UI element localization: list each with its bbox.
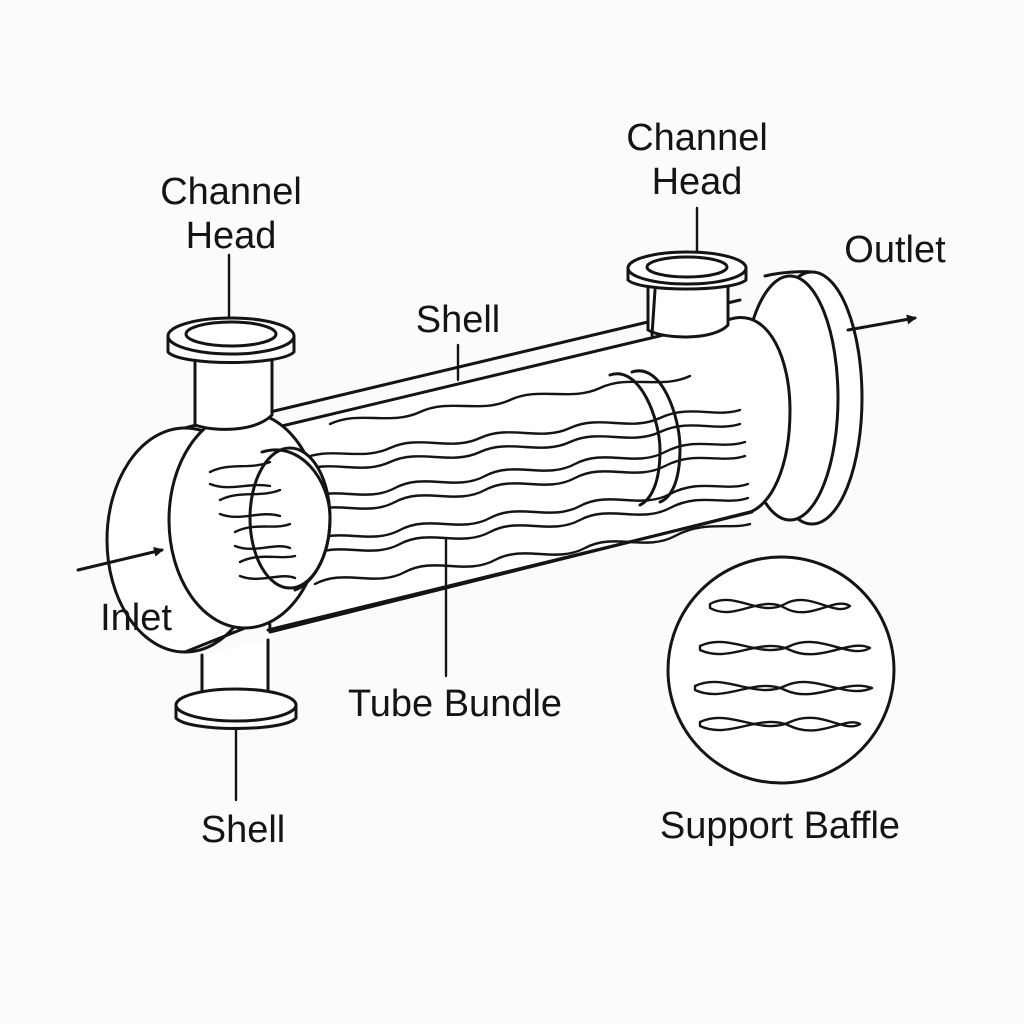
label-inlet: Inlet (100, 597, 172, 639)
left-top-nozzle (166, 316, 296, 431)
label-support-baffle: Support Baffle (659, 805, 901, 847)
label-shell-bottom: Shell (200, 809, 286, 851)
right-top-nozzle (626, 250, 748, 339)
left-baffle (208, 446, 332, 592)
bottom-nozzle (174, 638, 298, 730)
tube-bundle (298, 374, 752, 586)
support-baffle-detail (666, 555, 896, 785)
label-channel-head-left: Channel Head (160, 171, 302, 257)
inlet-arrow (76, 546, 164, 572)
label-channel-head-right: Channel Head (626, 117, 768, 203)
label-shell-top: Shell (415, 299, 501, 341)
label-outlet: Outlet (844, 229, 946, 271)
outlet-arrow (846, 314, 917, 332)
middle-baffle (608, 369, 682, 507)
label-tube-bundle: Tube Bundle (347, 683, 563, 725)
